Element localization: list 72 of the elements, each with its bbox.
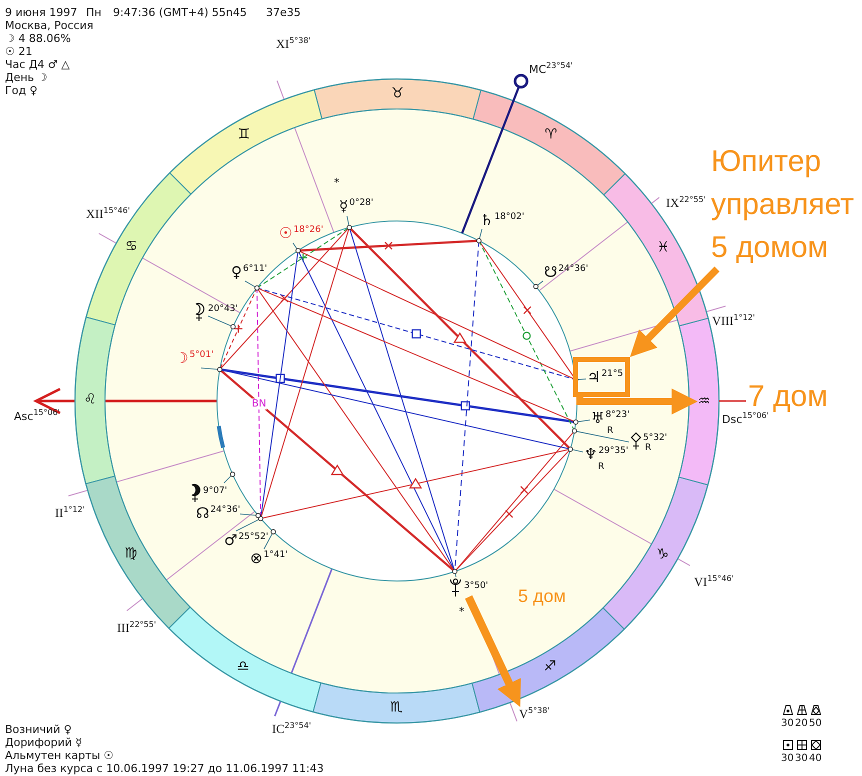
house-cusp-label: XI$^{5°38'}$ xyxy=(276,37,311,51)
orb-value: 50 xyxy=(809,718,822,730)
planet-position-label: ⊗$^{1°41'}$ xyxy=(250,550,288,566)
planet-position-label: ♀$^{6°11'}$ xyxy=(231,264,268,280)
planet-position-label: ☽$^{5°01'}$ xyxy=(175,350,214,366)
planet-position-label: ☉$^{18°26'}$ xyxy=(279,225,324,241)
annotation-text: 5 дом xyxy=(518,586,566,606)
annotation-text: 7 дом xyxy=(748,382,828,412)
planet-degree-text: 5°32' xyxy=(643,433,668,443)
zodiac-sign-glyph: ♈ xyxy=(544,128,558,143)
house-cusp-label: VI$^{15°46'}$ xyxy=(694,575,734,589)
planetary-hour-text: Час Д4 ♂ △ xyxy=(5,58,70,71)
planet-position-label: ☿$^{0°28'}$ xyxy=(339,198,374,214)
zodiac-sign-glyph: ♑ xyxy=(656,547,669,562)
retrograde-mark: R xyxy=(607,427,614,436)
year-ruler-text: Год ♀ xyxy=(5,84,38,97)
planet-position-label: ♄$^{18°02'}$ xyxy=(480,212,524,228)
house-cusp-label: III$^{22°55'}$ xyxy=(117,621,156,635)
significator-text: Дорифорий ☿ xyxy=(5,736,82,749)
zodiac-sign-glyph: ♎ xyxy=(236,659,250,674)
zodiac-sign-glyph: ♓ xyxy=(656,240,670,256)
planet-degree-text: 3°50' xyxy=(464,581,488,591)
highlight-box xyxy=(573,357,630,397)
annotation-arrow xyxy=(464,595,524,709)
sun-info-text: ☉ 21 xyxy=(5,45,32,58)
planet-position-label: ♆$^{29°35'}$ xyxy=(584,446,628,462)
planet-position-label: ♃$^{21°5}$ xyxy=(587,369,624,385)
planet-position-label: ♅$^{8°23'}$ xyxy=(591,410,630,426)
angle-label: Dsc$^{15°06'}$ xyxy=(722,413,769,427)
zodiac-sign-glyph: ♐ xyxy=(544,660,556,675)
time-coordinates-text: 9:47:36 (GMT+4) 55n45 xyxy=(113,6,247,19)
angle-label: MC$^{23°54'}$ xyxy=(529,63,573,77)
house-cusp-label: IC$^{23°54'}$ xyxy=(272,722,312,736)
asterisk-mark: * xyxy=(459,606,464,617)
house-cusp-label: XII$^{15°46'}$ xyxy=(86,207,130,221)
moon-phase-text: ☽ 4 88.06% xyxy=(5,32,71,45)
retrograde-mark: R xyxy=(598,463,604,472)
zodiac-sign-glyph: ♉ xyxy=(391,86,404,102)
planet-position-label: ♂$^{25°52'}$ xyxy=(224,532,268,548)
location-text: Москва, Россия xyxy=(5,19,94,32)
zodiac-sign-glyph: ♊ xyxy=(238,127,250,142)
orb-value: 30 xyxy=(795,753,808,765)
weekday-text: Пн xyxy=(86,6,102,19)
house-cusp-label: IX$^{22°55'}$ xyxy=(666,196,706,210)
annotation-text: Юпитер управляет 5 домом xyxy=(711,140,861,269)
orb-value: 30 xyxy=(781,718,794,730)
house-cusp-label: VIII$^{1°12'}$ xyxy=(712,314,755,328)
angle-label: Asc$^{15°06'}$ xyxy=(14,410,60,424)
void-of-course-text: Луна без курса с 10.06.1997 19:27 до 11.06.1997 11:43 xyxy=(5,762,324,775)
planet-degree-text: 9°07' xyxy=(203,486,228,496)
orb-value: 40 xyxy=(809,753,822,765)
house-cusp-label: V$^{5°38'}$ xyxy=(519,707,550,721)
zodiac-sign-glyph: ♋ xyxy=(125,240,138,255)
day-ruler-text: День ☽ xyxy=(5,71,48,84)
significator-text: Альмутен карты ☉ xyxy=(5,749,114,762)
house-cusp-label: II$^{1°12'}$ xyxy=(55,506,85,520)
retrograde-mark: R xyxy=(645,444,652,453)
planet-degree-text: 20°43' xyxy=(208,304,238,314)
planet-position-label: ☋$^{24°36'}$ xyxy=(544,264,588,280)
zodiac-sign-glyph: ♍ xyxy=(124,546,138,562)
zodiac-sign-glyph: ♌ xyxy=(84,392,96,408)
asterisk-mark: * xyxy=(334,177,340,188)
date-text: 9 июня 1997 xyxy=(5,6,78,19)
annotation-arrow xyxy=(576,388,698,414)
planet-position-label: ☊$^{24°36'}$ xyxy=(196,505,240,521)
significator-text: Возничий ♀ xyxy=(5,723,72,736)
aspect-label: BN xyxy=(250,398,268,410)
orb-value: 30 xyxy=(781,753,794,765)
zodiac-sign-glyph: ♏ xyxy=(390,700,403,716)
annotation-arrow xyxy=(628,266,720,360)
orb-value: 20 xyxy=(795,718,808,730)
longitude-text: 37e35 xyxy=(266,6,301,19)
